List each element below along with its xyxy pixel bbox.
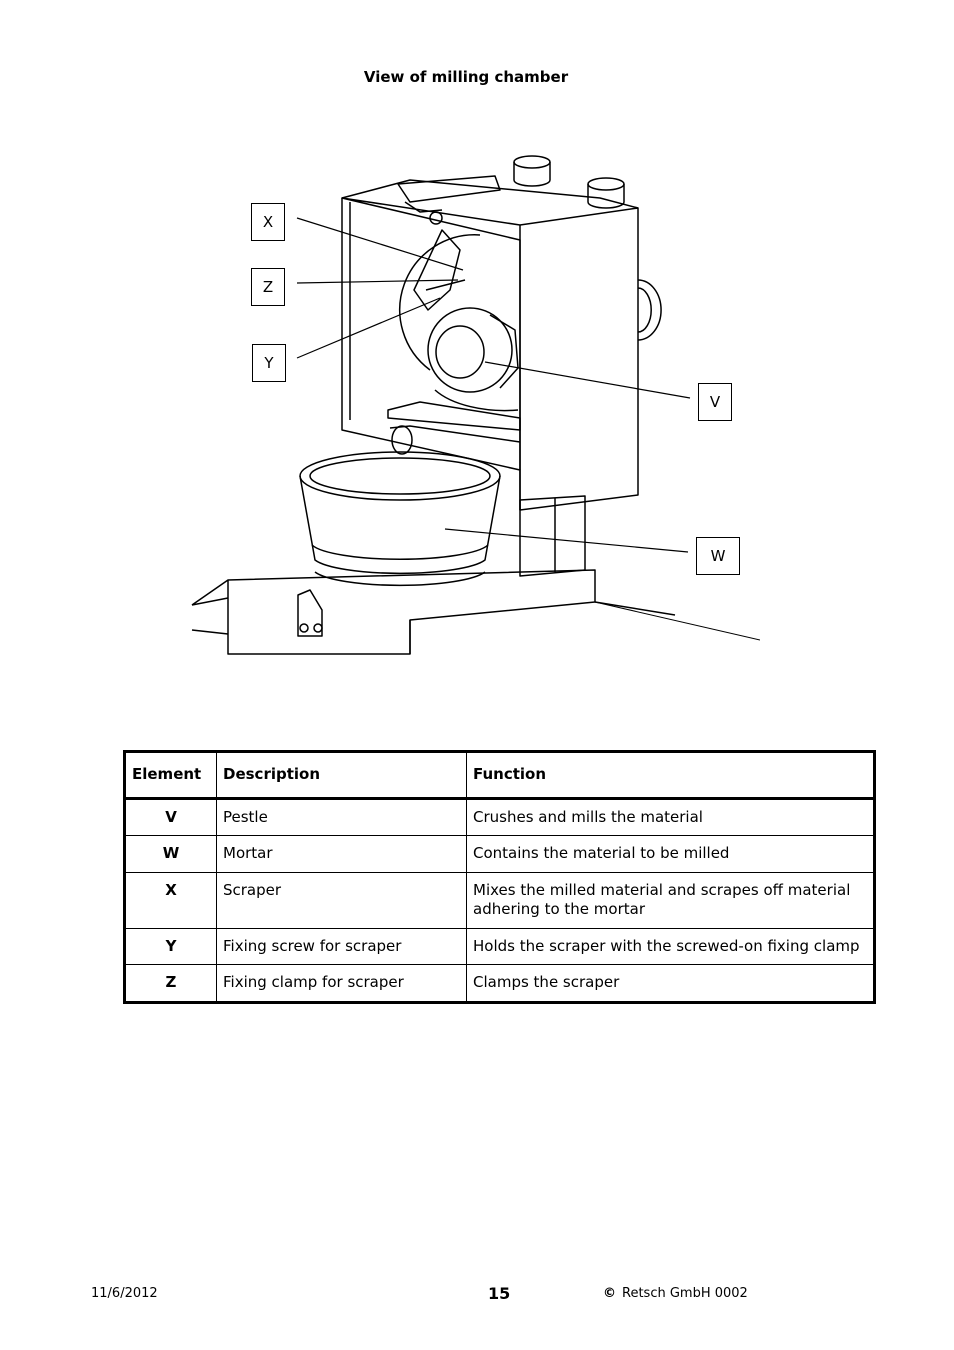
table-row: Z Fixing clamp for scraper Clamps the sc… <box>124 964 875 1003</box>
row-function: Holds the scraper with the screwed-on fi… <box>466 927 875 965</box>
table-header-row: Element Description Function <box>124 751 875 800</box>
table-row: X Scraper Mixes the milled material and … <box>124 871 875 929</box>
copyright-symbol: © <box>603 1286 616 1301</box>
footer-date: 11/6/2012 <box>91 1286 158 1301</box>
row-function: Contains the material to be milled <box>466 835 875 873</box>
header-description: Description <box>216 751 467 800</box>
row-function: Crushes and mills the material <box>466 797 875 836</box>
copyright-text: Retsch GmbH 0002 <box>622 1286 748 1301</box>
row-function: Mixes the milled material and scrapes of… <box>466 871 875 929</box>
page-title: View of milling chamber <box>363 68 569 86</box>
table-row: V Pestle Crushes and mills the material <box>124 797 875 836</box>
header-element: Element <box>124 751 217 800</box>
row-element: W <box>124 835 217 873</box>
row-description: Fixing clamp for scraper <box>216 964 467 1003</box>
row-function: Clamps the scraper <box>466 964 875 1003</box>
footer-copyright: © Retsch GmbH 0002 <box>603 1286 748 1301</box>
row-element: Y <box>124 927 217 965</box>
element-table: Element Description Function V Pestle Cr… <box>123 750 876 1004</box>
milling-chamber-figure: X Z Y V W <box>180 140 761 660</box>
row-description: Scraper <box>216 871 467 929</box>
callout-x: X <box>251 203 285 241</box>
callout-v: V <box>698 383 732 421</box>
row-element: X <box>124 871 217 929</box>
row-element: Z <box>124 964 217 1003</box>
row-description: Fixing screw for scraper <box>216 927 467 965</box>
callout-z: Z <box>251 268 285 306</box>
header-function: Function <box>466 751 875 800</box>
table-row: Y Fixing screw for scraper Holds the scr… <box>124 927 875 965</box>
milling-chamber-drawing <box>191 155 761 655</box>
row-description: Pestle <box>216 797 467 836</box>
table-row: W Mortar Contains the material to be mil… <box>124 835 875 873</box>
row-description: Mortar <box>216 835 467 873</box>
callout-y: Y <box>252 344 286 382</box>
page-number: 15 <box>488 1284 511 1303</box>
callout-w: W <box>696 537 740 575</box>
row-element: V <box>124 797 217 836</box>
